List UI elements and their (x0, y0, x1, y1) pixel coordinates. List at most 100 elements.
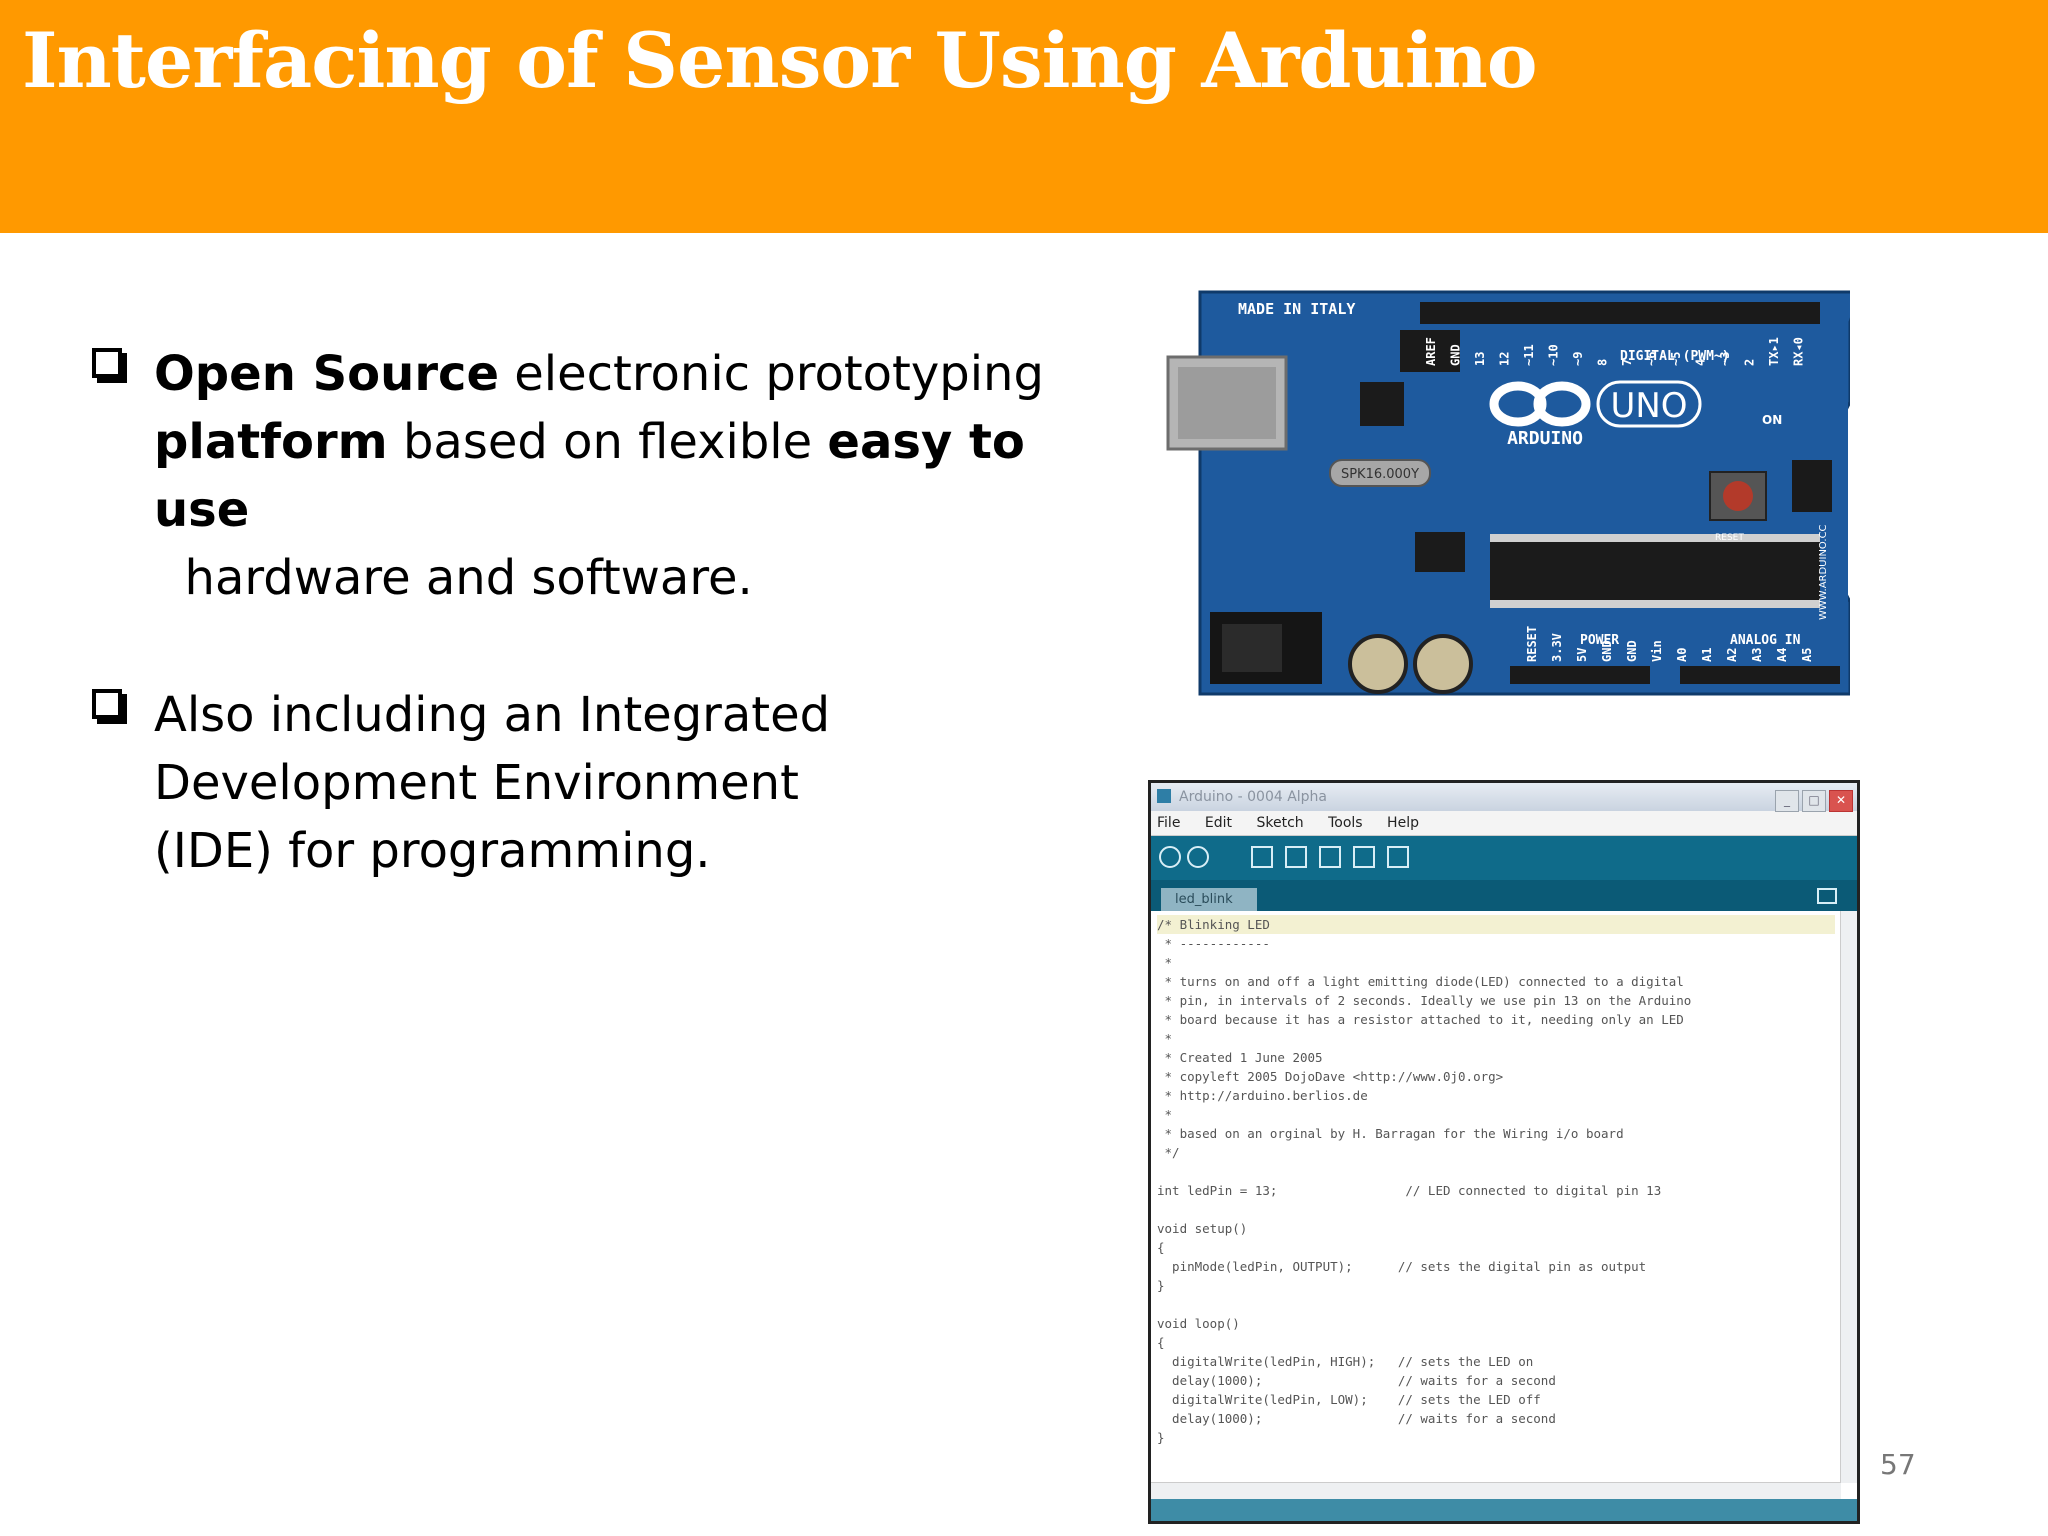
arduino-ide-screenshot: Arduino - 0004 Alpha _□✕ File Edit Sketc… (1148, 780, 1860, 1524)
pin-label: 5V (1575, 648, 1589, 662)
pin-label: GND (1600, 640, 1614, 662)
export-icon (1353, 846, 1375, 868)
power-label: POWER (1580, 633, 1619, 648)
pin-label: ~10 (1547, 344, 1561, 366)
bullet-ide: Also including an Integrated Development… (92, 681, 852, 885)
usb-connector-icon (1166, 355, 1288, 451)
made-in-label: MADE IN ITALY (1238, 300, 1355, 318)
code-line: void setup() (1157, 1221, 1248, 1236)
ide-menu-bar: File Edit Sketch Tools Help (1151, 811, 1857, 836)
window-buttons: _□✕ (1772, 786, 1853, 814)
code-line: /* Blinking LED (1157, 915, 1835, 934)
pin-label: A1 (1700, 648, 1714, 662)
ide-toolbar (1151, 836, 1857, 880)
code-line: * Created 1 June 2005 (1164, 1050, 1323, 1065)
minimize-icon: _ (1775, 790, 1799, 812)
arduino-logo-icon (1489, 381, 1591, 427)
code-line: * (1164, 1031, 1173, 1046)
menu-file: File (1157, 815, 1181, 831)
pin-label: A0 (1675, 648, 1689, 662)
code-line: void loop() (1157, 1316, 1240, 1331)
vertical-scrollbar (1840, 911, 1857, 1483)
new-icon (1251, 846, 1273, 868)
bullet-bold-part: platform (154, 414, 388, 470)
logo-label: ARDUINO (1507, 428, 1583, 449)
code-line: int ledPin = 13; // LED connected to dig… (1157, 1183, 1662, 1198)
pin-label: 4 (1694, 359, 1708, 366)
save-icon (1319, 846, 1341, 868)
bullet-part: electronic prototyping (499, 346, 1044, 402)
pin-label: A2 (1725, 648, 1739, 662)
analog-label: ANALOG IN (1730, 633, 1801, 648)
reset-label: RESET (1715, 533, 1744, 543)
code-line: * http://arduino.berlios.de (1164, 1088, 1368, 1103)
slide-title: Interfacing of Sensor Using Arduino (22, 16, 1538, 105)
code-line: * pin, in intervals of 2 seconds. Ideall… (1164, 993, 1692, 1008)
status-bar (1151, 1499, 1857, 1521)
pin-label: TX▸1 (1767, 337, 1781, 366)
stop-icon (1187, 846, 1209, 868)
ide-tab-strip: led_blink (1151, 880, 1857, 912)
pin-label: 3.3V (1550, 633, 1564, 662)
horizontal-scrollbar (1151, 1482, 1841, 1499)
capacitor-icon (1348, 634, 1473, 694)
menu-edit: Edit (1204, 815, 1233, 831)
checkbox-bullet-icon (92, 689, 122, 719)
pin-label: 2 (1743, 359, 1757, 366)
pin-label: A3 (1750, 648, 1764, 662)
code-line: * ------------ (1164, 936, 1270, 951)
serial-monitor-icon (1387, 846, 1409, 868)
pin-label: ~11 (1522, 344, 1536, 366)
code-text: /* Blinking LED * ------------ * * turns… (1151, 911, 1841, 1451)
code-line: digitalWrite(ledPin, LOW); // sets the L… (1172, 1392, 1541, 1407)
page-number: 57 (1880, 1448, 1916, 1481)
on-label: ON (1762, 413, 1782, 427)
close-icon: ✕ (1829, 790, 1853, 812)
url-label: WWW.ARDUINO.CC (1818, 524, 1829, 620)
bullet-bold-part: Open Source (154, 346, 499, 402)
code-line: } (1157, 1278, 1165, 1293)
pin-label: A4 (1775, 648, 1789, 662)
code-line: { (1157, 1335, 1165, 1350)
bullet-bold-part: easy to use (154, 414, 1025, 538)
chip-icon (1490, 534, 1820, 608)
code-line: delay(1000); // waits for a second (1172, 1373, 1556, 1388)
bullet-text: Also including an Integrated Development… (154, 687, 831, 879)
pin-label: Vin (1650, 640, 1664, 662)
code-line: * based on an orginal by H. Barragan for… (1164, 1126, 1624, 1141)
bullet-part: based on flexible (387, 414, 828, 470)
code-line: */ (1164, 1145, 1180, 1160)
tab-menu-icon (1817, 888, 1837, 904)
arduino-app-icon (1157, 789, 1171, 803)
menu-tools: Tools (1328, 815, 1363, 831)
arduino-uno-board-image: SPK16.000Y UNO ARDUINO MADE IN ITALY DIG… (1166, 290, 1850, 696)
code-line: } (1157, 1430, 1165, 1445)
crystal-label: SPK16.000Y (1341, 467, 1419, 482)
pin-label: 12 (1498, 352, 1512, 366)
pin-label: RX◂0 (1792, 337, 1806, 366)
code-line: { (1157, 1240, 1165, 1255)
code-line: * board because it has a resistor attach… (1164, 1012, 1684, 1027)
checkbox-bullet-icon (92, 348, 122, 378)
code-line: * copyleft 2005 DojoDave <http://www.0j0… (1164, 1069, 1504, 1084)
pin-label: 7 (1620, 359, 1634, 366)
digital-label: DIGITAL (PWM~) (1620, 349, 1730, 364)
play-icon (1159, 846, 1181, 868)
menu-sketch: Sketch (1256, 815, 1304, 831)
title-bar: Interfacing of Sensor Using Arduino (0, 0, 2048, 233)
code-line: pinMode(ledPin, OUTPUT); // sets the dig… (1172, 1259, 1647, 1274)
maximize-icon: □ (1802, 790, 1826, 812)
ide-window-title: Arduino - 0004 Alpha (1179, 789, 1328, 805)
pin-label: ~5 (1669, 352, 1683, 366)
pin-labels-bottom: RESET 3.3V 5V GND GND Vin A0 A1 A2 A3 A4 A5 (1525, 626, 1814, 662)
bullet-text: Open Source electronic prototyping platf… (154, 340, 1092, 612)
pin-label: GND (1625, 640, 1639, 662)
pin-label: A5 (1800, 648, 1814, 662)
bullet-open-source: Open Source electronic prototyping platf… (92, 340, 1092, 612)
bullet-part: hardware and software. (154, 550, 753, 606)
pin-label: RESET (1525, 626, 1539, 662)
tab-led-blink: led_blink (1161, 888, 1257, 912)
code-line: delay(1000); // waits for a second (1172, 1411, 1556, 1426)
power-jack-icon (1210, 612, 1322, 684)
